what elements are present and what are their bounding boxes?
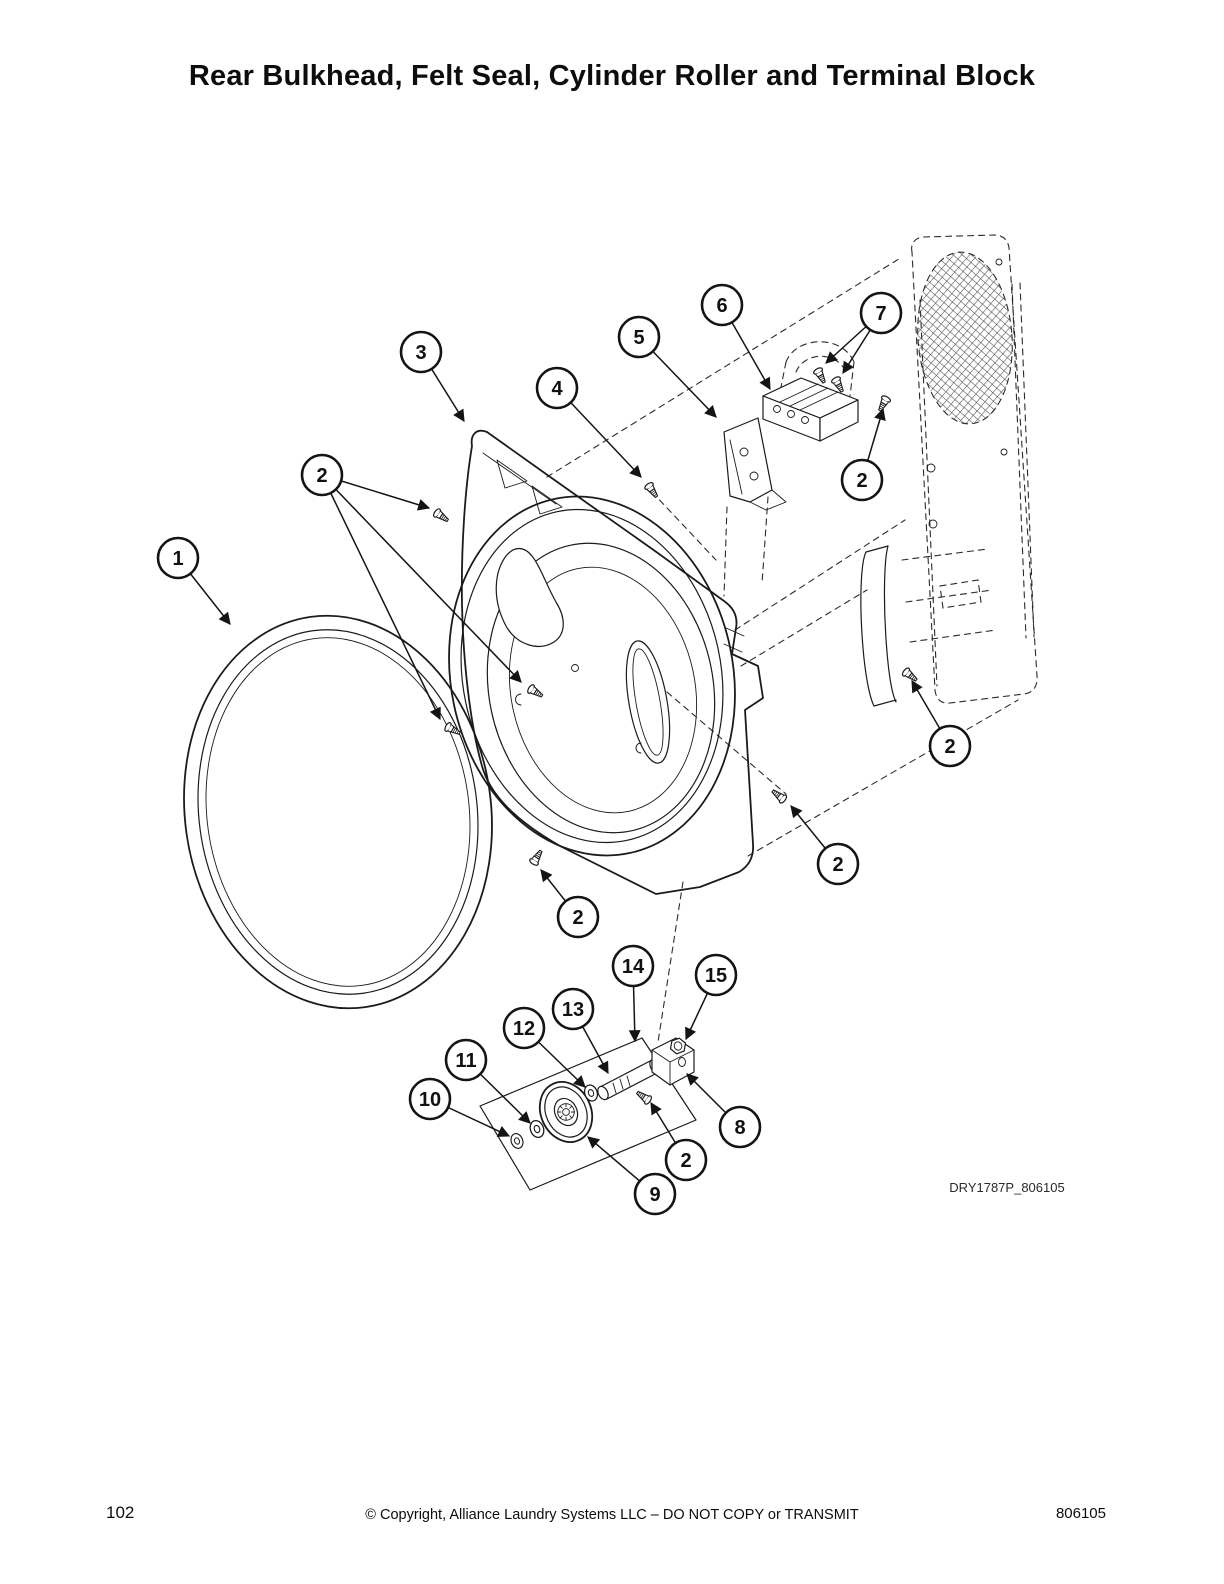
svg-text:8: 8 — [734, 1117, 745, 1139]
svg-text:3: 3 — [415, 342, 426, 364]
screw — [769, 786, 789, 805]
callout-14: 14 — [611, 944, 655, 988]
screw — [528, 847, 546, 868]
doc-number: 806105 — [1055, 1505, 1106, 1522]
svg-text:9: 9 — [649, 1184, 660, 1206]
svg-text:2: 2 — [856, 470, 867, 492]
callout-10: 10 — [408, 1077, 452, 1121]
screw — [812, 366, 829, 386]
lock-nut — [669, 1037, 687, 1055]
callout-2-f: 2 — [664, 1138, 708, 1182]
svg-text:7: 7 — [875, 303, 886, 325]
callout-8: 8 — [718, 1105, 762, 1149]
callout-2-a: 2 — [300, 453, 344, 497]
mounting-plate — [479, 1037, 697, 1191]
svg-text:4: 4 — [551, 378, 563, 400]
callout-7: 7 — [859, 291, 903, 335]
svg-text:2: 2 — [316, 465, 327, 487]
roller-assembly — [479, 1037, 697, 1191]
rear-panel — [860, 234, 1038, 707]
callout-6: 6 — [700, 283, 744, 327]
terminal-block-bracket — [723, 417, 787, 511]
screw — [633, 1088, 654, 1106]
svg-text:12: 12 — [513, 1018, 535, 1040]
drawing-id: DRY1787P_806105 — [949, 1180, 1064, 1195]
page-number: 102 — [106, 1503, 135, 1522]
svg-text:6: 6 — [716, 295, 727, 317]
callout-2-e: 2 — [556, 895, 600, 939]
callout-2-b: 2 — [840, 458, 884, 502]
svg-text:14: 14 — [622, 956, 645, 978]
screw — [431, 507, 452, 525]
callout-4: 4 — [535, 366, 579, 410]
svg-text:5: 5 — [633, 327, 644, 349]
svg-text:1: 1 — [172, 548, 183, 570]
oval-slot — [625, 640, 671, 764]
svg-text:2: 2 — [944, 736, 955, 758]
callout-13: 13 — [551, 987, 595, 1031]
callout-3: 3 — [399, 330, 443, 374]
svg-text:2: 2 — [680, 1150, 691, 1172]
callout-15: 15 — [694, 953, 738, 997]
svg-text:13: 13 — [562, 999, 584, 1021]
washer — [508, 1131, 526, 1151]
callout-12: 12 — [502, 1006, 546, 1050]
kidney-hole — [495, 547, 564, 647]
page-title: Rear Bulkhead, Felt Seal, Cylinder Rolle… — [188, 60, 1036, 92]
callout-1: 1 — [156, 536, 200, 580]
callout-2-d: 2 — [816, 842, 860, 886]
screw — [643, 480, 661, 501]
svg-text:2: 2 — [572, 907, 583, 929]
svg-text:15: 15 — [705, 965, 727, 987]
callouts: 1 2 3 4 5 6 7 2 2 2 2 14 15 13 12 11 10 … — [156, 283, 972, 1216]
terminal-block — [762, 341, 859, 442]
felt-seal-ring — [183, 614, 493, 1010]
exhaust-grille — [917, 251, 1013, 425]
leader-lines — [177, 304, 951, 1195]
svg-text:10: 10 — [419, 1089, 441, 1111]
callout-11: 11 — [444, 1038, 488, 1082]
copyright-text: © Copyright, Alliance Laundry Systems LL… — [365, 1507, 859, 1523]
callout-5: 5 — [617, 315, 661, 359]
callout-9: 9 — [633, 1172, 677, 1216]
screw — [875, 394, 892, 414]
rear-bulkhead — [448, 429, 764, 895]
callout-2-c: 2 — [928, 724, 972, 768]
svg-text:11: 11 — [455, 1050, 476, 1072]
lower-bracket — [860, 545, 997, 707]
screw — [525, 683, 546, 701]
screw — [900, 666, 920, 685]
svg-text:2: 2 — [832, 854, 843, 876]
